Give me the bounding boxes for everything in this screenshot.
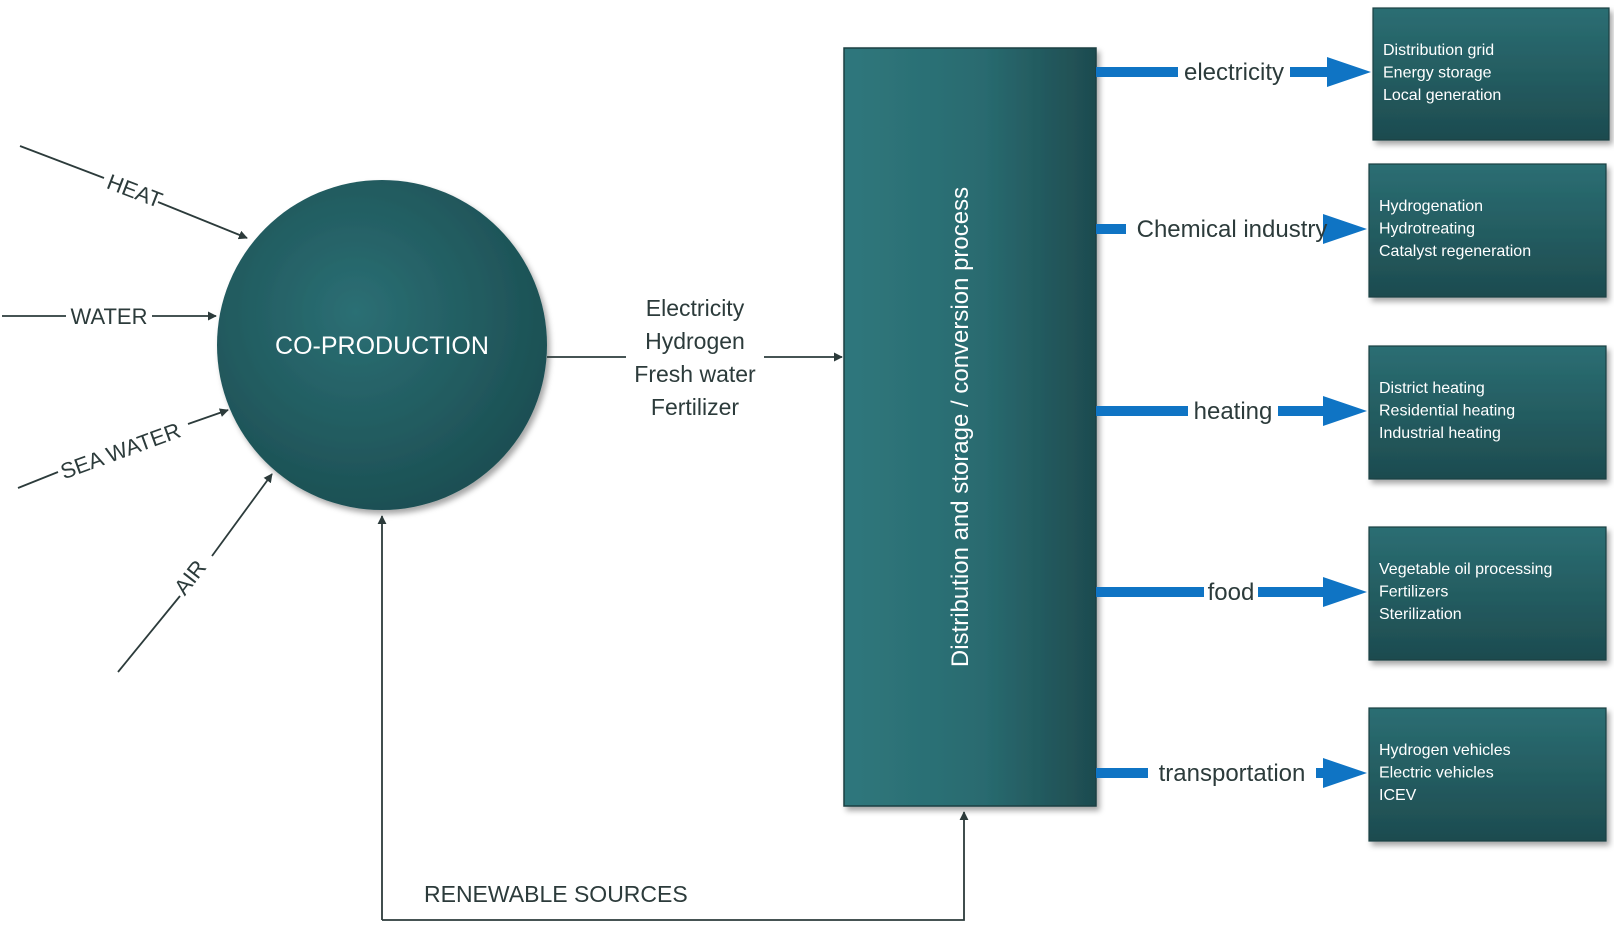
sector-box-item: Hydrogenation [1379, 198, 1483, 215]
sector-arrow-head [1323, 577, 1367, 607]
product-item: Hydrogen [645, 328, 745, 354]
sea-water-arrow-line-b [187, 408, 229, 425]
sector-box-item: Fertilizers [1379, 584, 1448, 601]
sector-arrow-shaft [1290, 67, 1327, 77]
sector-box-item: Sterilization [1379, 606, 1462, 623]
heat-arrow-line-b [157, 201, 248, 240]
sector-arrow-shaft [1096, 224, 1126, 234]
sector-arrow-shaft [1258, 587, 1323, 597]
sector-arrow-head [1323, 758, 1367, 788]
process-label: Distribution and storage / conversion pr… [947, 187, 974, 667]
renewable-sources-loop [382, 811, 969, 921]
air-arrow-line-a [117, 595, 181, 673]
sector-box-item: Hydrogen vehicles [1379, 742, 1511, 759]
sea-water-label: SEA WATER [57, 418, 184, 485]
sector-box [1368, 707, 1607, 842]
sector-label: heating [1194, 398, 1273, 425]
sector-box-item: Catalyst regeneration [1379, 243, 1531, 260]
sector-label: transportation [1159, 760, 1306, 787]
co-production-label: CO-PRODUCTION [275, 332, 489, 360]
sector-box-item: Local generation [1383, 87, 1501, 104]
sector-box-item: Energy storage [1383, 65, 1492, 82]
sector-box [1368, 345, 1607, 480]
sector-box-item: Electric vehicles [1379, 765, 1494, 782]
sector-box [1372, 7, 1610, 141]
sector-box [1368, 163, 1607, 298]
sector-arrow-shaft [1096, 768, 1148, 778]
products-list: Electricity Hydrogen Fresh water Fertili… [634, 295, 756, 420]
sector-box-item: District heating [1379, 380, 1485, 397]
renewable-sources-label: RENEWABLE SOURCES [424, 881, 688, 907]
sector-box-item: Distribution grid [1383, 42, 1494, 59]
sector-arrow-shaft [1316, 768, 1323, 778]
water-label: WATER [71, 304, 148, 329]
co-production-circle [217, 180, 547, 510]
sector-box-item: Residential heating [1379, 403, 1515, 420]
sector-label: Chemical industry [1137, 216, 1328, 243]
sector-label: food [1208, 579, 1255, 606]
sector-label: electricity [1184, 59, 1284, 86]
product-item: Fertilizer [651, 394, 740, 420]
air-label: AIR [169, 555, 211, 599]
sector-box-item: Hydrotreating [1379, 221, 1475, 238]
air-arrow-line-b [211, 473, 273, 557]
sector-box-item: Industrial heating [1379, 425, 1501, 442]
product-item: Electricity [646, 295, 745, 321]
sector-arrow-shaft [1096, 406, 1188, 416]
heat-label: HEAT [104, 169, 166, 213]
product-item: Fresh water [634, 361, 756, 387]
process-block [843, 47, 1097, 807]
sector-arrow-shaft [1096, 67, 1178, 77]
sector-arrow-head [1327, 57, 1371, 87]
sector-arrow-shaft [1278, 406, 1323, 416]
sector-box-item: ICEV [1379, 787, 1417, 804]
sector-box-item: Vegetable oil processing [1379, 561, 1552, 578]
sea-water-arrow-line-a [17, 471, 59, 489]
heat-arrow-line-a [19, 145, 105, 179]
sector-arrow-head [1323, 214, 1367, 244]
sector-arrow-shaft [1096, 587, 1204, 597]
sector-arrow-head [1323, 396, 1367, 426]
sector-box [1368, 526, 1607, 661]
